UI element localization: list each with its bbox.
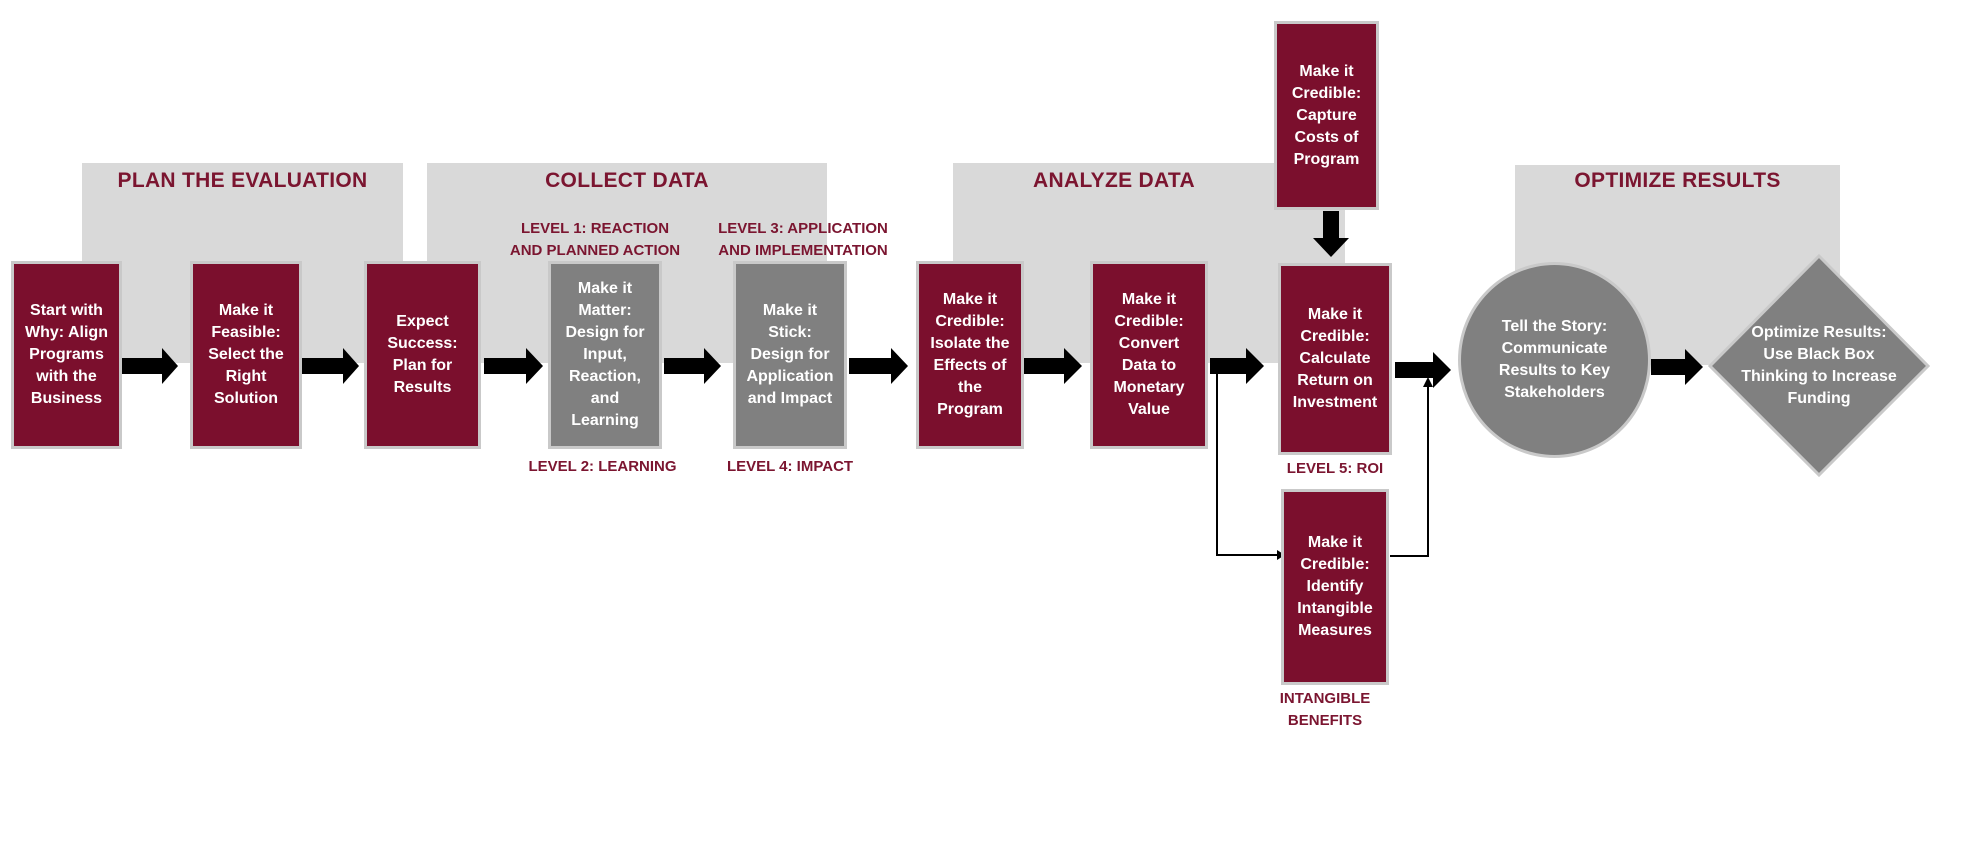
step-isolate-effects: Make it Credible: Isolate the Effects of… bbox=[916, 261, 1024, 449]
step-intangible-measures: Make it Credible: Identify Intangible Me… bbox=[1281, 489, 1389, 685]
step-expect-success: Expect Success: Plan for Results bbox=[364, 261, 481, 449]
arrow-icon bbox=[849, 348, 908, 384]
step-make-it-feasible: Make it Feasible: Select the Right Solut… bbox=[190, 261, 302, 449]
phase-title-plan: PLAN THE EVALUATION bbox=[117, 169, 368, 192]
arrow-icon bbox=[1024, 348, 1082, 384]
level-5-label: LEVEL 5: ROI bbox=[1286, 460, 1384, 477]
arrow-icon bbox=[1210, 348, 1264, 384]
branch-line bbox=[1216, 366, 1277, 556]
phase-title-collect: COLLECT DATA bbox=[545, 169, 709, 192]
level-3-line2: AND IMPLEMENTATION bbox=[718, 242, 888, 259]
arrow-icon bbox=[664, 348, 721, 384]
level-4-label: LEVEL 4: IMPACT bbox=[726, 458, 854, 475]
step-convert-data: Make it Credible: Convert Data to Moneta… bbox=[1090, 261, 1208, 449]
arrow-icon bbox=[121, 348, 178, 384]
arrow-icon bbox=[302, 348, 359, 384]
intangible-line2: BENEFITS bbox=[1287, 712, 1363, 729]
step-tell-the-story: Tell the Story: Communicate Results to K… bbox=[1458, 262, 1651, 458]
arrow-down-icon bbox=[1313, 211, 1349, 257]
intangible-line1: INTANGIBLE bbox=[1279, 690, 1371, 707]
level-1-line1: LEVEL 1: REACTION bbox=[520, 220, 670, 237]
branch-line bbox=[1390, 385, 1429, 557]
level-3-label: LEVEL 3: APPLICATION AND IMPLEMENTATION bbox=[693, 218, 913, 262]
level-1-label: LEVEL 1: REACTION AND PLANNED ACTION bbox=[490, 218, 700, 262]
arrow-icon bbox=[484, 348, 543, 384]
step-make-it-stick: Make it Stick: Design for Application an… bbox=[733, 261, 847, 449]
level-1-line2: AND PLANNED ACTION bbox=[509, 242, 681, 259]
phase-title-optimize: OPTIMIZE RESULTS bbox=[1574, 169, 1781, 192]
level-2-label: LEVEL 2: LEARNING bbox=[528, 458, 677, 475]
arrow-icon bbox=[1651, 349, 1703, 385]
arrow-icon bbox=[1395, 352, 1451, 388]
step-make-it-matter: Make it Matter: Design for Input, Reacti… bbox=[548, 261, 662, 449]
phase-title-analyze: ANALYZE DATA bbox=[1033, 169, 1195, 192]
step-capture-costs: Make it Credible: Capture Costs of Progr… bbox=[1274, 21, 1379, 210]
step-optimize-results: Optimize Results: Use Black Box Thinking… bbox=[1741, 324, 1897, 407]
intangible-benefits-label: INTANGIBLE BENEFITS bbox=[1255, 688, 1395, 732]
step-calculate-roi: Make it Credible: Calculate Return on In… bbox=[1278, 263, 1392, 455]
step-start-with-why: Start with Why: Align Programs with the … bbox=[11, 261, 122, 449]
arrowhead-icon bbox=[1423, 377, 1433, 387]
level-3-line1: LEVEL 3: APPLICATION bbox=[718, 220, 888, 237]
